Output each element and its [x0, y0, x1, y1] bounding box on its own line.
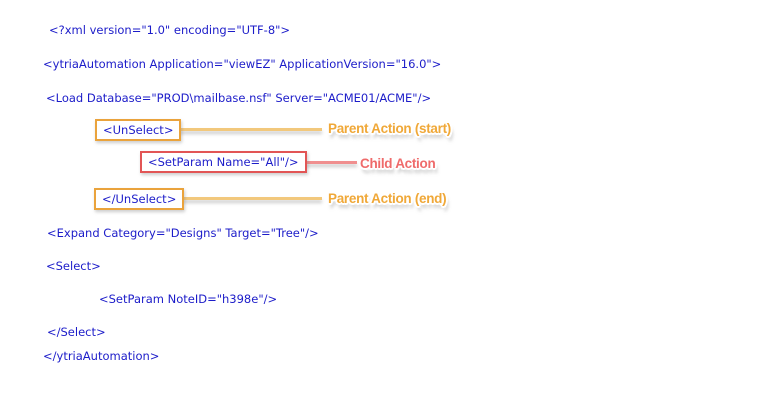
- parent-end-connector-line: [175, 197, 322, 200]
- xml-line-load: <Load Database="PROD\mailbase.nsf" Serve…: [46, 91, 432, 105]
- parent-start-connector-line: [170, 128, 322, 131]
- child-connector-line: [292, 161, 357, 164]
- xml-line-root-open: <ytriaAutomation Application="viewEZ" Ap…: [43, 57, 442, 71]
- unselect-open-tagbox: <UnSelect>: [95, 119, 182, 141]
- unselect-close-tagbox: </UnSelect>: [94, 188, 185, 210]
- xml-line-select-open: <Select>: [46, 259, 101, 273]
- xml-line-setparam-noteid: <SetParam NoteID="h398e"/>: [99, 292, 278, 306]
- parent-action-end-label: Parent Action (end): [328, 191, 447, 206]
- setparam-all-tagbox: <SetParam Name="All"/>: [140, 151, 307, 173]
- child-action-label: Child Action: [360, 156, 436, 171]
- xml-line-select-close: </Select>: [47, 325, 106, 339]
- xml-line-root-close: </ytriaAutomation>: [43, 349, 160, 363]
- xml-line-expand: <Expand Category="Designs" Target="Tree"…: [47, 226, 319, 240]
- xml-line-declaration: <?xml version="1.0" encoding="UTF-8">: [49, 23, 291, 37]
- parent-action-start-label: Parent Action (start): [328, 121, 451, 136]
